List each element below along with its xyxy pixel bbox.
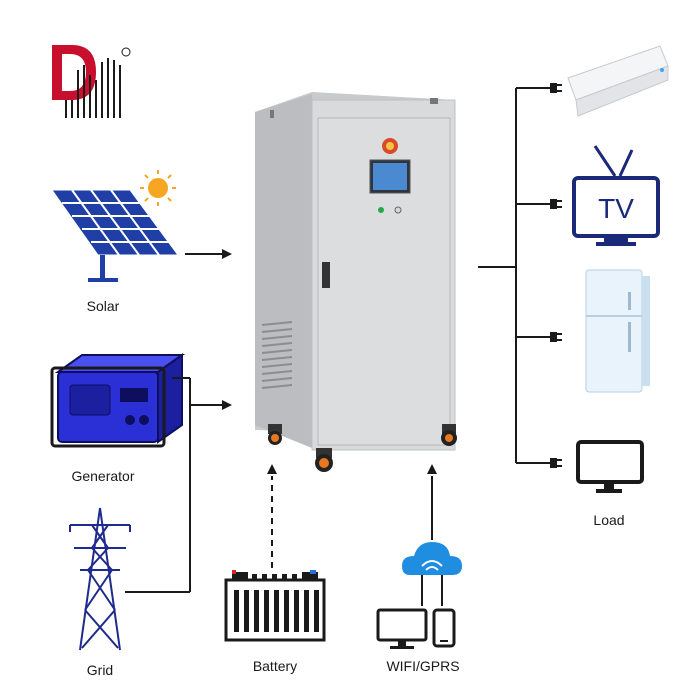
battery-icon — [224, 570, 326, 642]
load-label: Load — [593, 512, 625, 528]
phone-icon — [432, 608, 456, 648]
generator-label: Generator — [71, 468, 135, 484]
brand-logo — [52, 45, 131, 118]
monitor-icon — [376, 608, 428, 649]
air-conditioner-icon — [567, 45, 669, 117]
output-bus — [478, 87, 550, 464]
fridge-icon — [585, 269, 650, 393]
generator-icon — [50, 353, 186, 448]
inverter-cabinet — [255, 92, 457, 472]
battery-arrow — [267, 464, 277, 568]
wifi-arrow-head — [427, 464, 437, 474]
cabinet-wheels — [268, 424, 457, 472]
wifi-connector — [421, 476, 443, 606]
solar-panel-icon — [51, 189, 179, 282]
sun-icon — [140, 170, 176, 206]
generator-arrow-head — [222, 400, 232, 410]
solar-arrow — [185, 249, 232, 259]
generator-grid-connector — [125, 377, 225, 593]
battery-label: Battery — [252, 658, 298, 674]
monitor-load-icon — [576, 440, 644, 493]
wifi-label: WIFI/GPRS — [386, 658, 460, 674]
grid-label: Grid — [86, 662, 114, 678]
solar-label: Solar — [86, 298, 120, 314]
tv-label: TV — [598, 193, 634, 224]
power-tower-icon — [69, 507, 131, 651]
tv-icon: TV — [572, 145, 660, 246]
cloud-icon — [402, 542, 462, 575]
plug-icon — [550, 83, 562, 468]
